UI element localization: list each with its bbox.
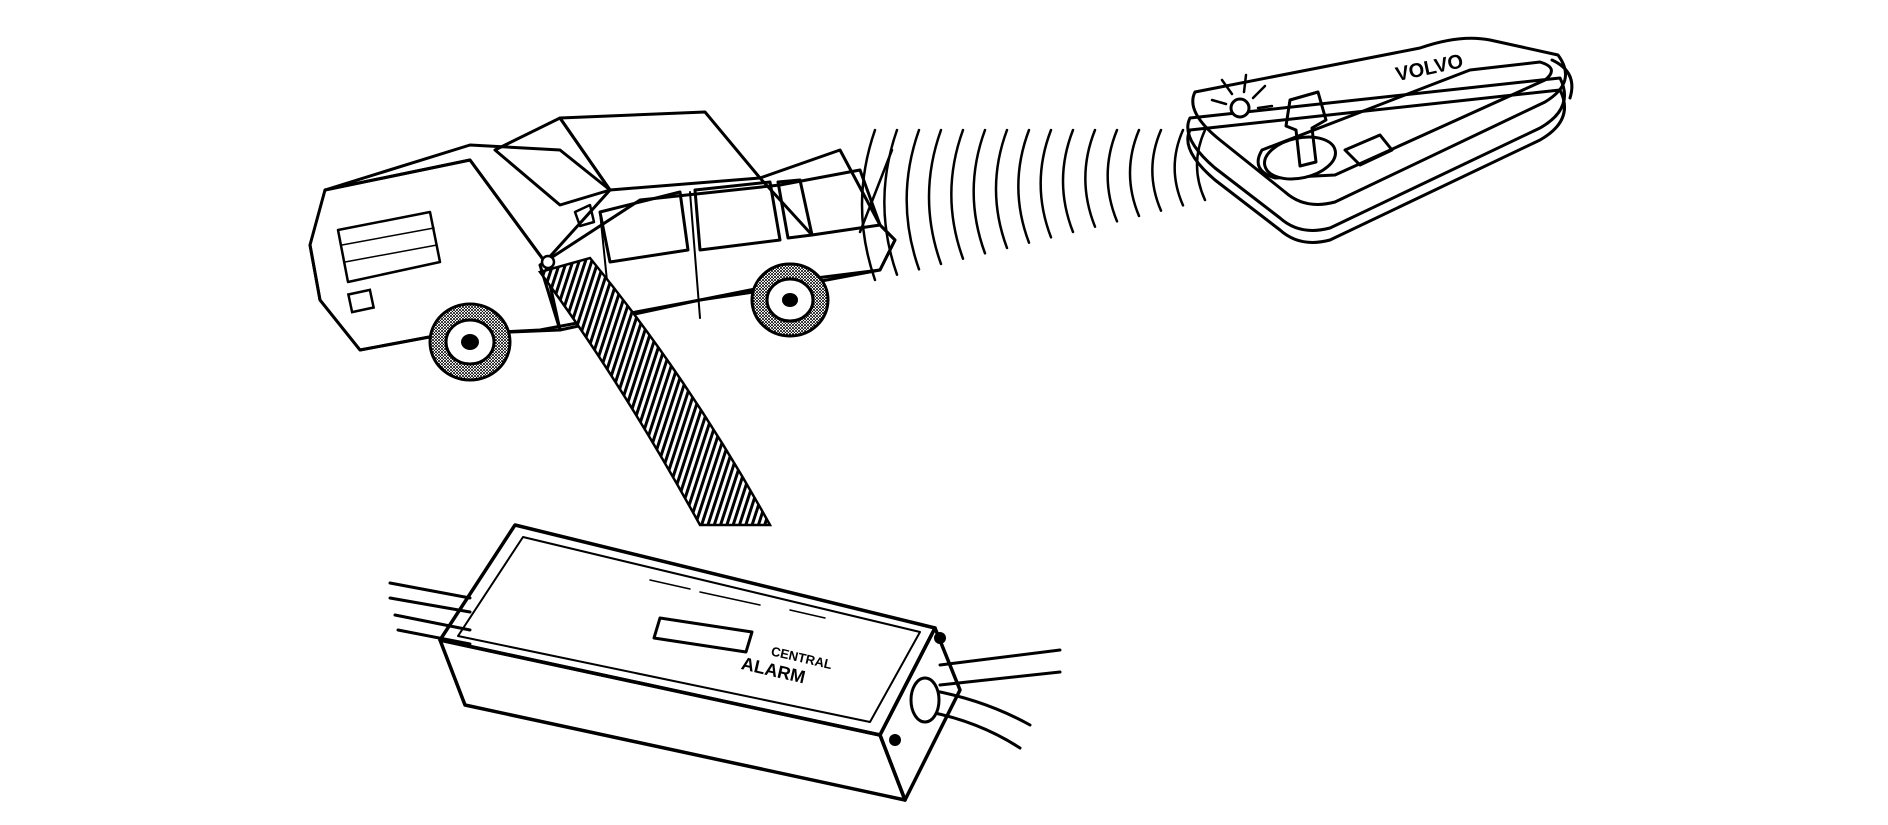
radio-wave-arc [951, 130, 963, 259]
radio-wave-arc [884, 130, 897, 275]
led-flash-icon [1231, 99, 1249, 117]
radio-wave-arc [1063, 130, 1073, 232]
control-unit-screw-bottom [889, 734, 901, 746]
fob-top-shell [1193, 38, 1566, 204]
radio-wave-arc [1152, 130, 1161, 211]
car-rear-wheel [752, 264, 828, 336]
control-unit-right-cables [911, 650, 1060, 748]
car-sensor-point [542, 256, 554, 268]
radio-wave-arc [1018, 130, 1029, 243]
car-side-mirror [575, 205, 594, 226]
radio-wave-arc [996, 130, 1007, 248]
radio-wave-arc [974, 130, 985, 253]
signal-cable-icon [540, 258, 770, 525]
radio-wave-arc [1041, 130, 1051, 237]
car-front-wheel [430, 304, 510, 380]
car-headlight [348, 290, 373, 312]
control-unit-front-face [440, 640, 905, 800]
control-unit-top-face [440, 525, 935, 735]
control-unit-screw-top [934, 632, 946, 644]
car-front-side-window [600, 192, 688, 262]
radio-signal-waves-icon [862, 130, 1205, 280]
radio-wave-arc [1085, 130, 1095, 227]
radio-wave-arc [1108, 130, 1117, 221]
car-roof [560, 112, 760, 190]
radio-wave-arc [907, 130, 919, 269]
remote-key-fob-icon: VOLVO [1188, 38, 1572, 242]
car-windshield [495, 118, 610, 205]
radio-wave-arc [1175, 130, 1183, 205]
control-unit-label-plate [654, 618, 752, 652]
fob-brand: VOLVO [1394, 50, 1466, 86]
receiver-control-unit-icon: CENTRAL ALARM [390, 525, 1060, 800]
radio-wave-arc [929, 130, 941, 264]
fob-button [1345, 135, 1392, 165]
radio-wave-arc [1130, 130, 1139, 216]
